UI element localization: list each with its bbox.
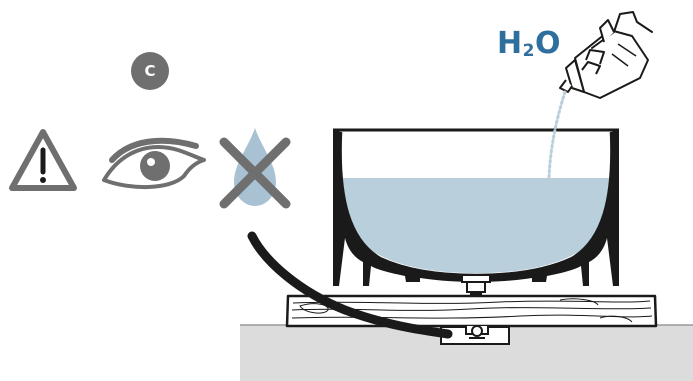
step-badge: C xyxy=(131,52,169,90)
water-stream xyxy=(547,90,567,180)
water-bottle-hand xyxy=(559,11,653,99)
no-water-icon xyxy=(219,128,291,209)
eye-icon xyxy=(102,137,206,189)
water-label-o: O xyxy=(534,26,561,61)
adhesive-cord xyxy=(247,231,453,339)
warning-icon xyxy=(9,129,77,191)
water-label-subscript: 2 xyxy=(522,41,535,61)
water-label-h: H xyxy=(497,26,523,61)
basin xyxy=(333,128,619,286)
water-label: H2O xyxy=(497,27,561,68)
drain-assembly xyxy=(440,274,510,345)
